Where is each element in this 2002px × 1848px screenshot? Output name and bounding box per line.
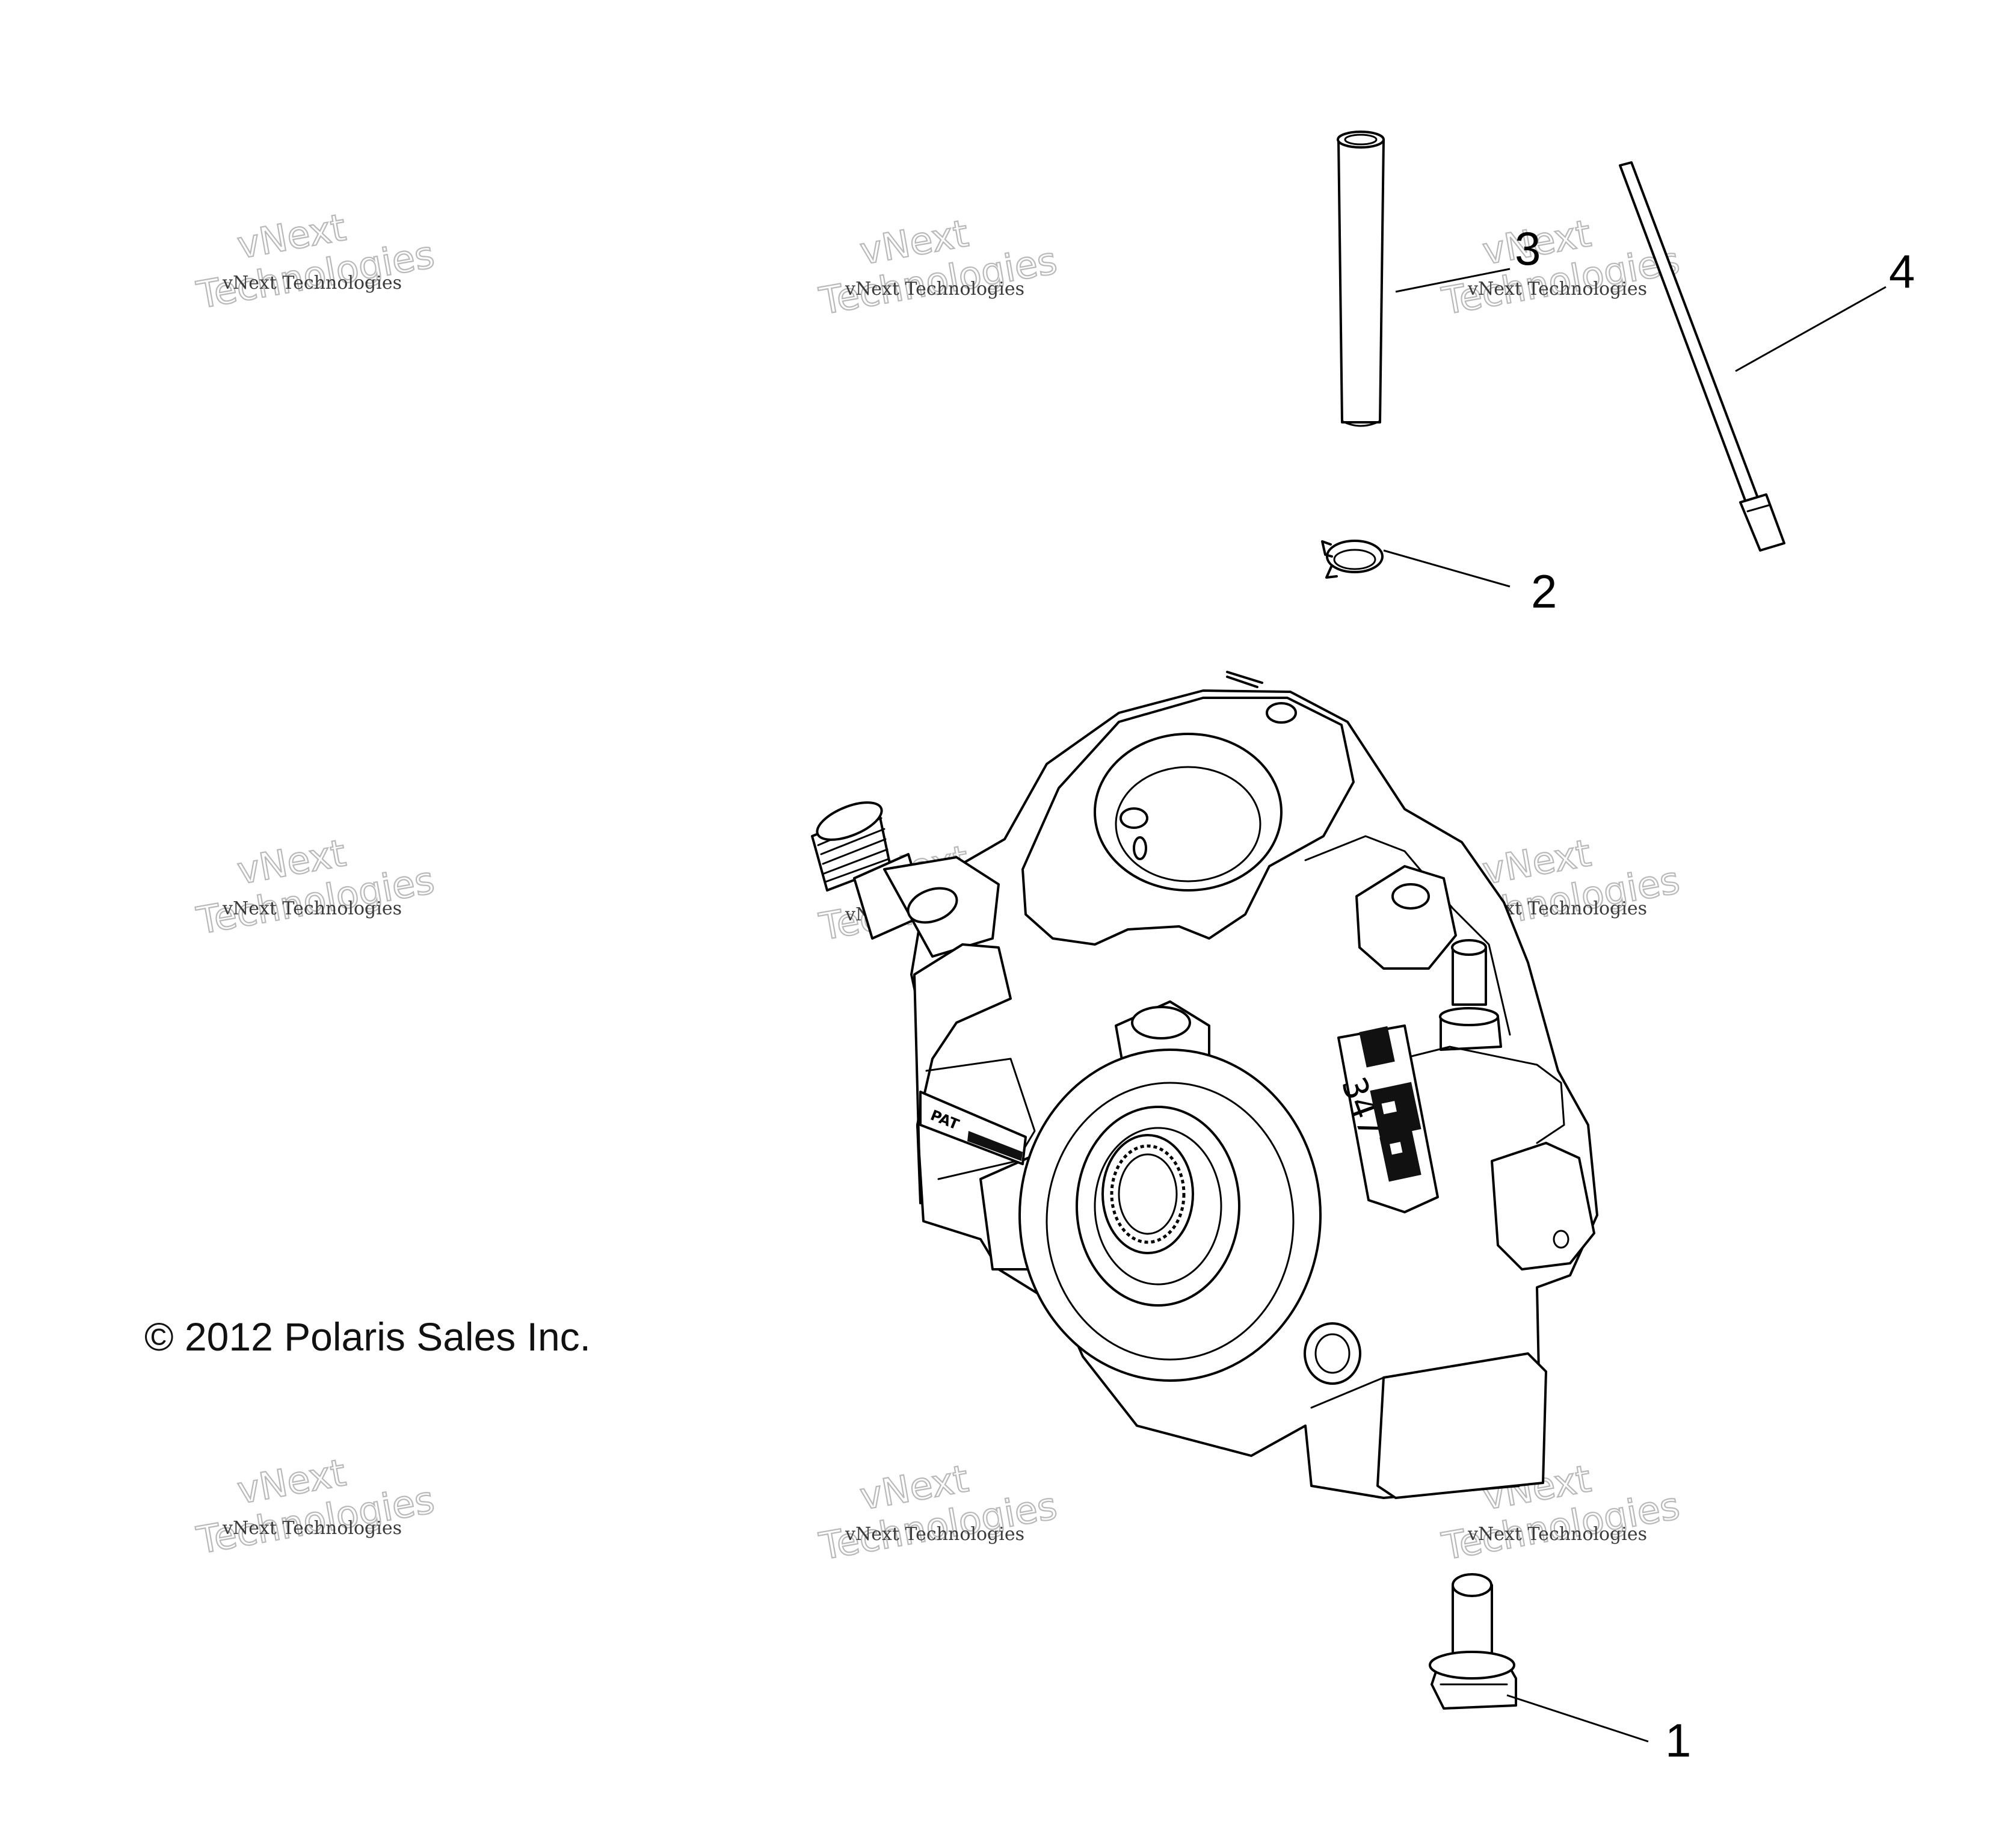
svg-text:vNext Technologies: vNext Technologies (222, 273, 402, 294)
part-4-cable-tie (1619, 161, 1785, 552)
part-3-vent-tube (1337, 131, 1385, 427)
svg-text:vNext Technologies: vNext Technologies (845, 279, 1024, 300)
gearcase-housing: PAT 347 (811, 671, 1598, 1499)
callout-1: 1 (1665, 1714, 1691, 1767)
leader-line-3 (1395, 268, 1511, 293)
leader-lines (1383, 268, 1886, 1743)
watermark-top-center: vNext Technologies vNext Technologies (815, 211, 1061, 324)
part-2-hose-clamp (1321, 540, 1384, 579)
svg-text:vNext Technologies: vNext Technologies (1467, 1524, 1647, 1545)
watermark-mid-left: vNext Technologies vNext Technologies (192, 830, 438, 944)
serial-label: 347 (1334, 1026, 1421, 1182)
callout-4: 4 (1889, 245, 1915, 298)
watermark-bottom-left: vNext Technologies vNext Technologies (192, 1450, 438, 1563)
callout-3: 3 (1515, 222, 1541, 275)
svg-text:vNext Technologies: vNext Technologies (222, 1518, 402, 1539)
patent-label: PAT (919, 1091, 1027, 1165)
output-spline (1110, 1144, 1186, 1244)
part-1-flange-bolt (1429, 1573, 1517, 1710)
copyright-notice: © 2012 Polaris Sales Inc. (144, 1314, 591, 1359)
watermark-bottom-center: vNext Technologies vNext Technologies (815, 1456, 1061, 1569)
leader-line-2 (1383, 549, 1511, 588)
svg-text:vNext Technologies: vNext Technologies (845, 1524, 1024, 1545)
watermark-top-left: vNext Technologies vNext Technologies (192, 205, 438, 318)
leader-line-4 (1735, 286, 1886, 372)
callout-2: 2 (1531, 565, 1557, 618)
leader-line-1 (1506, 1694, 1649, 1743)
svg-text:vNext Technologies: vNext Technologies (1467, 279, 1647, 300)
watermark-top-right: vNext Technologies vNext Technologies (1438, 211, 1683, 324)
svg-text:vNext Technologies: vNext Technologies (222, 898, 402, 919)
